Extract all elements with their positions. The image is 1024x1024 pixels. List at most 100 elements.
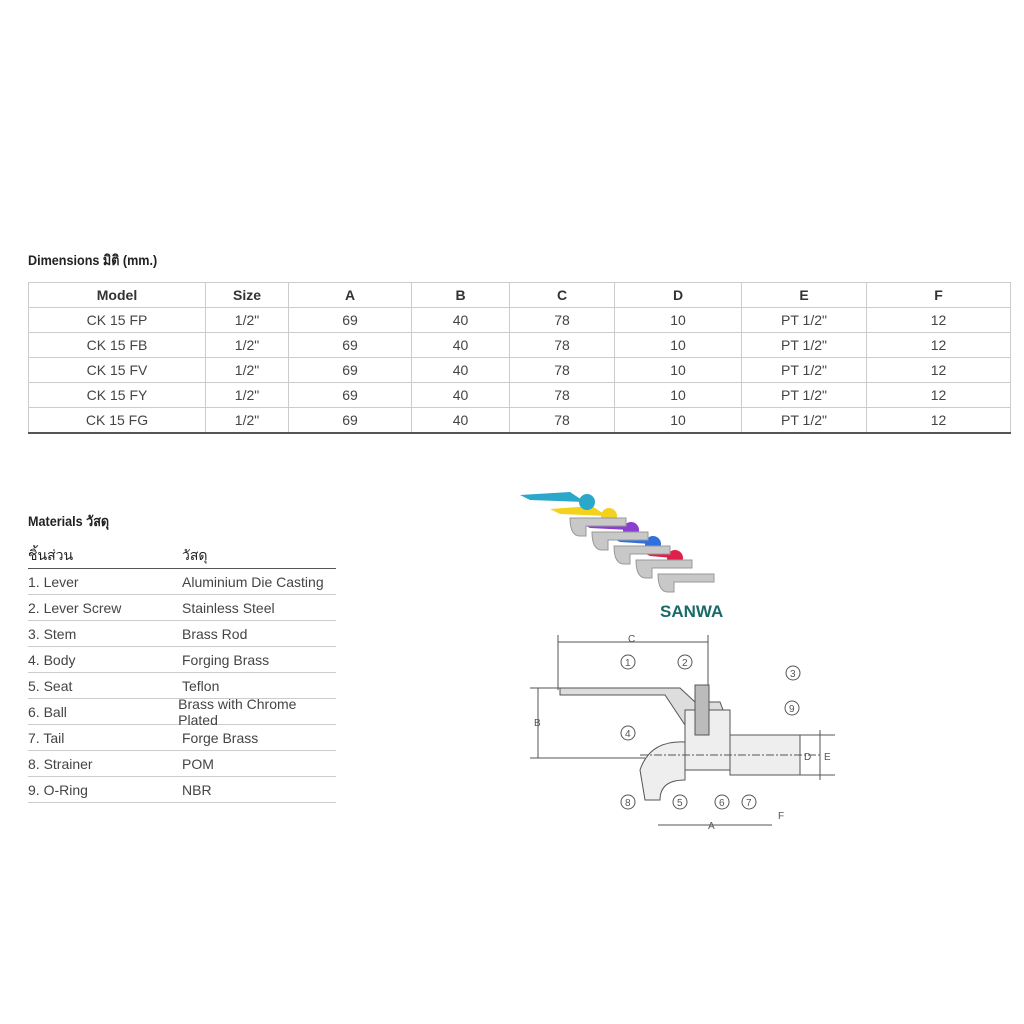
material-value: Brass Rod — [182, 625, 248, 642]
callout-4: 4 — [620, 725, 636, 741]
table-cell: CK 15 FY — [28, 382, 206, 408]
material-value: Forging Brass — [182, 651, 270, 668]
materials-list: ชิ้นส่วน วัสดุ 1. Lever Aluminium Die Cas… — [28, 543, 336, 803]
header-material: วัสดุ — [182, 546, 208, 563]
table-cell: 69 — [288, 382, 412, 408]
table-cell: 1/2" — [205, 307, 289, 333]
table-cell: 78 — [509, 307, 615, 333]
part-name: 2. Lever Screw — [28, 599, 122, 616]
part-name: 5. Seat — [28, 677, 73, 694]
materials-header: ชิ้นส่วน วัสดุ — [28, 543, 336, 569]
table-cell: 40 — [411, 382, 510, 408]
material-value: Teflon — [182, 677, 220, 694]
table-cell: PT 1/2" — [741, 382, 867, 408]
svg-text:3: 3 — [790, 669, 796, 680]
valve-product — [520, 492, 627, 537]
svg-text:C: C — [628, 634, 635, 645]
table-cell: PT 1/2" — [741, 357, 867, 383]
part-name: 8. Strainer — [28, 755, 93, 772]
callout-1: 1 — [620, 654, 636, 670]
table-cell: 10 — [614, 332, 742, 358]
body — [639, 684, 820, 801]
part-name: 7. Tail — [28, 729, 65, 746]
part-name: 3. Stem — [28, 625, 77, 642]
svg-text:9: 9 — [789, 704, 795, 715]
table-cell: 78 — [509, 407, 615, 434]
material-row: 7. Tail Forge Brass — [28, 725, 336, 751]
table-cell: CK 15 FG — [28, 407, 206, 434]
table-cell: PT 1/2" — [741, 307, 867, 333]
material-value: POM — [182, 755, 214, 772]
table-cell: PT 1/2" — [741, 407, 867, 434]
table-cell: 69 — [288, 332, 412, 358]
svg-text:A: A — [708, 821, 715, 830]
callout-7: 7 — [741, 794, 757, 810]
table-cell: 78 — [509, 382, 615, 408]
header-a: A — [288, 282, 412, 308]
header-part: ชิ้นส่วน — [28, 546, 74, 563]
dimension-d-e: D E F — [778, 730, 835, 822]
svg-text:E: E — [824, 752, 831, 763]
valve-product — [550, 506, 649, 551]
table-cell: 12 — [866, 332, 1011, 358]
material-row: 1. Lever Aluminium Die Casting — [28, 569, 336, 595]
dimensions-title: Dimensions มิติ (mm.) — [28, 252, 158, 268]
dimension-b: B — [530, 687, 645, 759]
svg-text:4: 4 — [625, 729, 631, 740]
header-size: Size — [205, 282, 289, 308]
table-cell: 78 — [509, 357, 615, 383]
material-value: Aluminium Die Casting — [182, 573, 324, 590]
svg-text:7: 7 — [746, 798, 752, 809]
table-cell: CK 15 FV — [28, 357, 206, 383]
material-value: Forge Brass — [182, 729, 259, 746]
dimension-c: C — [557, 634, 709, 690]
header-c: C — [509, 282, 615, 308]
material-row: 5. Seat Teflon — [28, 673, 336, 699]
table-cell: 69 — [288, 407, 412, 434]
table-cell: 40 — [411, 357, 510, 383]
svg-text:D: D — [804, 752, 811, 763]
table-cell: 10 — [614, 382, 742, 408]
callout-9: 9 — [784, 700, 800, 716]
svg-text:2: 2 — [682, 658, 688, 669]
table-cell: 78 — [509, 332, 615, 358]
product-image: SANWA — [520, 492, 723, 621]
svg-text:1: 1 — [625, 658, 631, 669]
part-name: 4. Body — [28, 651, 76, 668]
valve-diagram: C B A D E F 1 2 3 4 5 6 7 8 9 — [530, 634, 835, 830]
callout-2: 2 — [677, 654, 693, 670]
table-cell: 1/2" — [205, 332, 289, 358]
brand-logo: SANWA — [660, 602, 723, 621]
callout-8: 8 — [620, 794, 636, 810]
table-cell: 69 — [288, 307, 412, 333]
table-cell: 12 — [866, 382, 1011, 408]
table-cell: 1/2" — [205, 357, 289, 383]
dimension-a: A — [658, 821, 772, 830]
table-cell: 69 — [288, 357, 412, 383]
header-e: E — [741, 282, 867, 308]
part-callouts: 1 2 3 4 5 6 7 8 9 — [620, 654, 801, 810]
header-model: Model — [28, 282, 206, 308]
callout-6: 6 — [714, 794, 730, 810]
table-cell: CK 15 FB — [28, 332, 206, 358]
header-b: B — [411, 282, 510, 308]
table-cell: 10 — [614, 357, 742, 383]
material-row: 3. Stem Brass Rod — [28, 621, 336, 647]
svg-text:F: F — [778, 811, 784, 822]
table-cell: 12 — [866, 307, 1011, 333]
material-row: 4. Body Forging Brass — [28, 647, 336, 673]
header-d: D — [614, 282, 742, 308]
callout-5: 5 — [672, 794, 688, 810]
svg-text:8: 8 — [625, 798, 631, 809]
svg-text:5: 5 — [677, 798, 683, 809]
table-cell: CK 15 FP — [28, 307, 206, 333]
svg-text:6: 6 — [719, 798, 725, 809]
table-cell: 40 — [411, 407, 510, 434]
part-name: 1. Lever — [28, 573, 79, 590]
